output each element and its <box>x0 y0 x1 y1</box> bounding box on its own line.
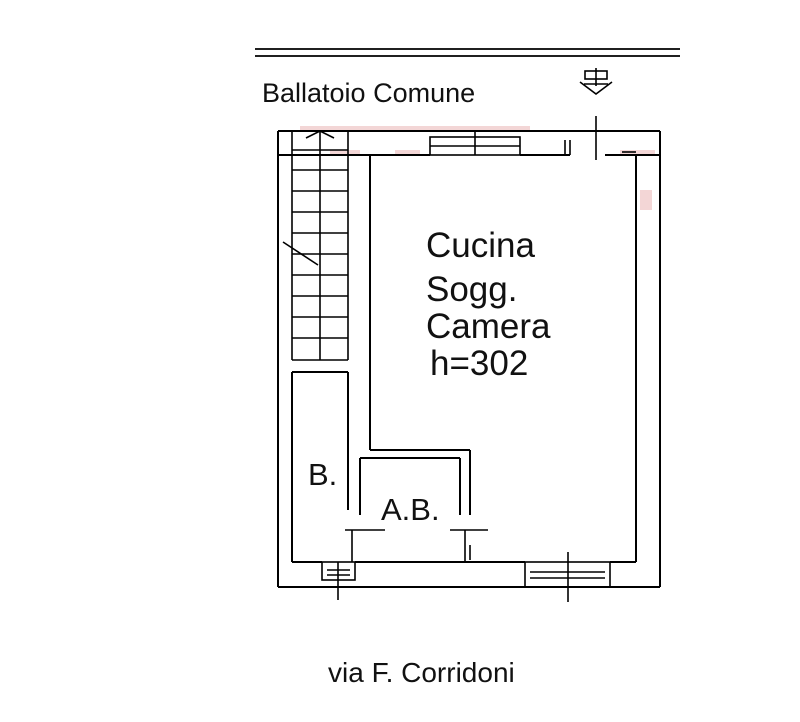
doors <box>345 529 488 562</box>
outer-walls <box>277 130 661 588</box>
bathroom-walls <box>359 457 461 515</box>
room-label-line3: Camera <box>426 307 551 346</box>
street-label: via F. Corridoni <box>328 657 515 688</box>
bathroom-label: A.B. <box>381 492 440 527</box>
main-room-walls <box>369 155 471 515</box>
storage-room-walls <box>291 371 349 562</box>
room-label-line4: h=302 <box>430 344 528 383</box>
ballatoio-label: Ballatoio Comune <box>262 78 475 108</box>
bottom-window-right <box>524 552 611 602</box>
staircase <box>282 130 349 361</box>
room-label-line2: Sogg. <box>426 270 517 309</box>
top-window <box>429 116 636 160</box>
scan-artifacts <box>300 126 655 210</box>
north-arrow-icon <box>579 68 613 95</box>
bottom-window-left <box>321 561 356 600</box>
room-label-line1: Cucina <box>426 226 535 265</box>
storage-label: B. <box>308 457 337 492</box>
ballatoio-boundary <box>255 48 680 57</box>
